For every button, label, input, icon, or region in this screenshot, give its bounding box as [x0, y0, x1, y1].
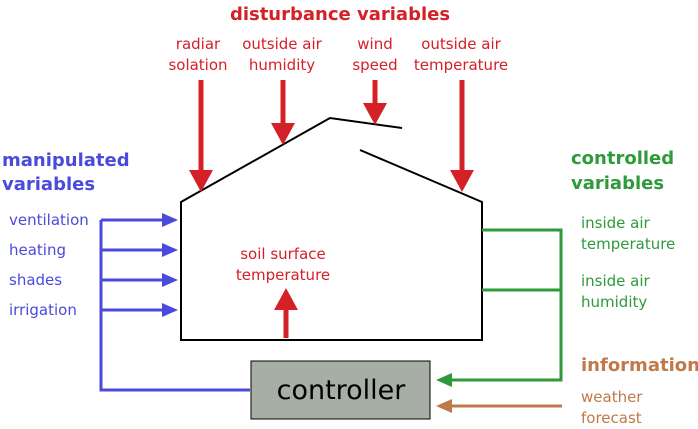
manipulated-item-irrigation: irrigation — [9, 301, 77, 319]
radiation-label-1: radiar — [176, 35, 221, 53]
manipulated-item-shades: shades — [9, 271, 62, 289]
wind-label-2: speed — [352, 56, 397, 74]
inside-humidity-label-1: inside air — [581, 272, 651, 290]
controller-label: controller — [277, 375, 407, 406]
soil-temperature-arrow — [274, 288, 298, 338]
information-heading: information — [581, 355, 698, 376]
greenhouse-outline — [180, 116, 483, 341]
controlled-heading-2: variables — [571, 173, 664, 194]
disturbance-arrows — [189, 80, 474, 338]
radiation-label-2: solation — [168, 56, 227, 74]
manipulated-item-heating: heating — [9, 241, 66, 259]
outside-temperature-arrow — [450, 80, 474, 192]
controller-box — [250, 360, 431, 420]
soil-label-2: temperature — [236, 266, 330, 284]
outside-temp-label-1: outside air — [421, 35, 501, 53]
manipulated-heading-2: variables — [2, 174, 95, 195]
information-line — [436, 399, 562, 413]
outside-humidity-arrow — [271, 80, 295, 145]
manipulated-item-ventilation: ventilation — [9, 211, 89, 229]
radiation-arrow — [189, 80, 213, 192]
weather-label-1: weather — [581, 388, 643, 406]
inside-temp-label-1: inside air — [581, 214, 651, 232]
inside-temp-label-2: temperature — [581, 235, 675, 253]
outside-temp-label-2: temperature — [414, 56, 508, 74]
controlled-lines — [436, 228, 563, 387]
outside-humidity-label-1: outside air — [242, 35, 322, 53]
inside-humidity-label-2: humidity — [581, 293, 647, 311]
wind-label-1: wind — [357, 35, 392, 53]
soil-label-1: soil surface — [240, 245, 326, 263]
disturbance-heading: disturbance variables — [230, 4, 450, 25]
weather-label-2: forecast — [581, 409, 642, 427]
controlled-heading-1: controlled — [571, 148, 674, 169]
wind-speed-arrow — [363, 80, 387, 125]
manipulated-lines — [99, 213, 250, 392]
manipulated-heading-1: manipulated — [2, 150, 130, 171]
outside-humidity-label-2: humidity — [249, 56, 315, 74]
